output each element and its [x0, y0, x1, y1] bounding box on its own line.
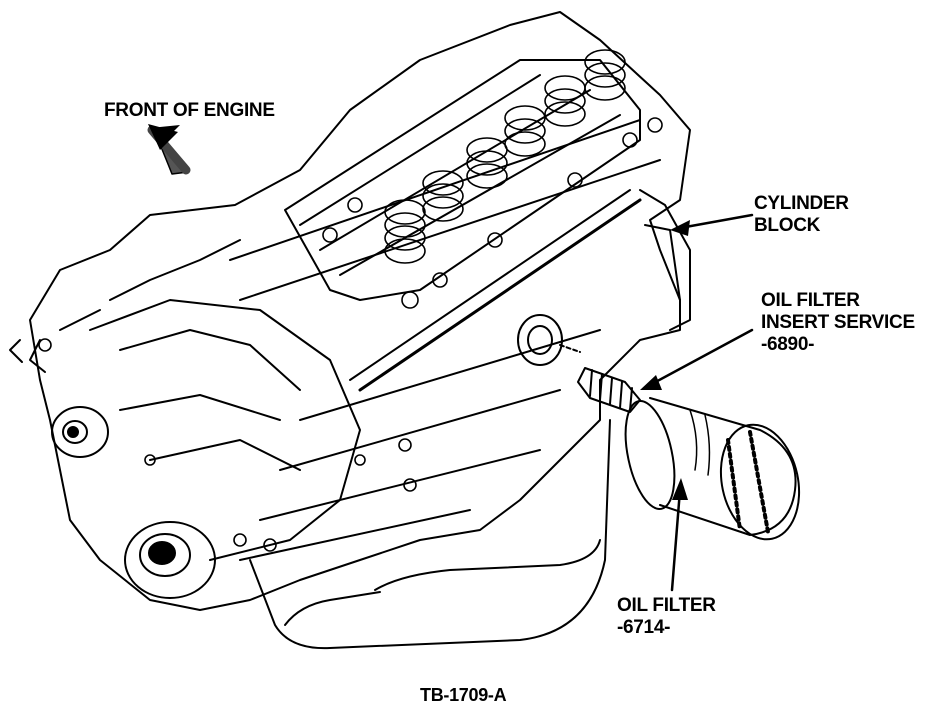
front-direction-arrow — [147, 124, 191, 175]
engine-block-body — [9, 11, 691, 611]
oil-filter-insert-line1: OIL FILTER — [761, 290, 860, 311]
front-of-engine-text: FRONT OF ENGINE — [104, 100, 275, 121]
oil-filter-partno: -6714- — [617, 617, 671, 638]
figure-id: TB-1709-A — [420, 684, 507, 706]
leader-arrows — [640, 213, 754, 592]
cylinder-block-line2: BLOCK — [754, 215, 821, 236]
bolts — [38, 117, 663, 552]
filter-mount — [517, 314, 581, 366]
filter-insert-fitting — [577, 367, 641, 413]
cylinder-block-line1: CYLINDER — [754, 193, 849, 214]
valve-springs — [384, 49, 626, 264]
cylinder-block-label: CYLINDER BLOCK — [754, 193, 849, 237]
crankshaft-pulley — [124, 521, 216, 599]
oil-filter-insert-label: OIL FILTER INSERT SERVICE -6890- — [761, 290, 915, 356]
oil-pan — [249, 419, 611, 650]
oil-filter-insert-line2: INSERT SERVICE — [761, 312, 915, 333]
oil-filter-line1: OIL FILTER — [617, 595, 716, 616]
oil-filter-canister — [624, 397, 801, 541]
front-of-engine-label: FRONT OF ENGINE — [104, 100, 275, 122]
figure-id-text: TB-1709-A — [420, 685, 507, 705]
oil-filter-label: OIL FILTER -6714- — [617, 595, 716, 639]
front-pulley — [51, 406, 109, 458]
oil-filter-insert-partno: -6890- — [761, 334, 815, 355]
